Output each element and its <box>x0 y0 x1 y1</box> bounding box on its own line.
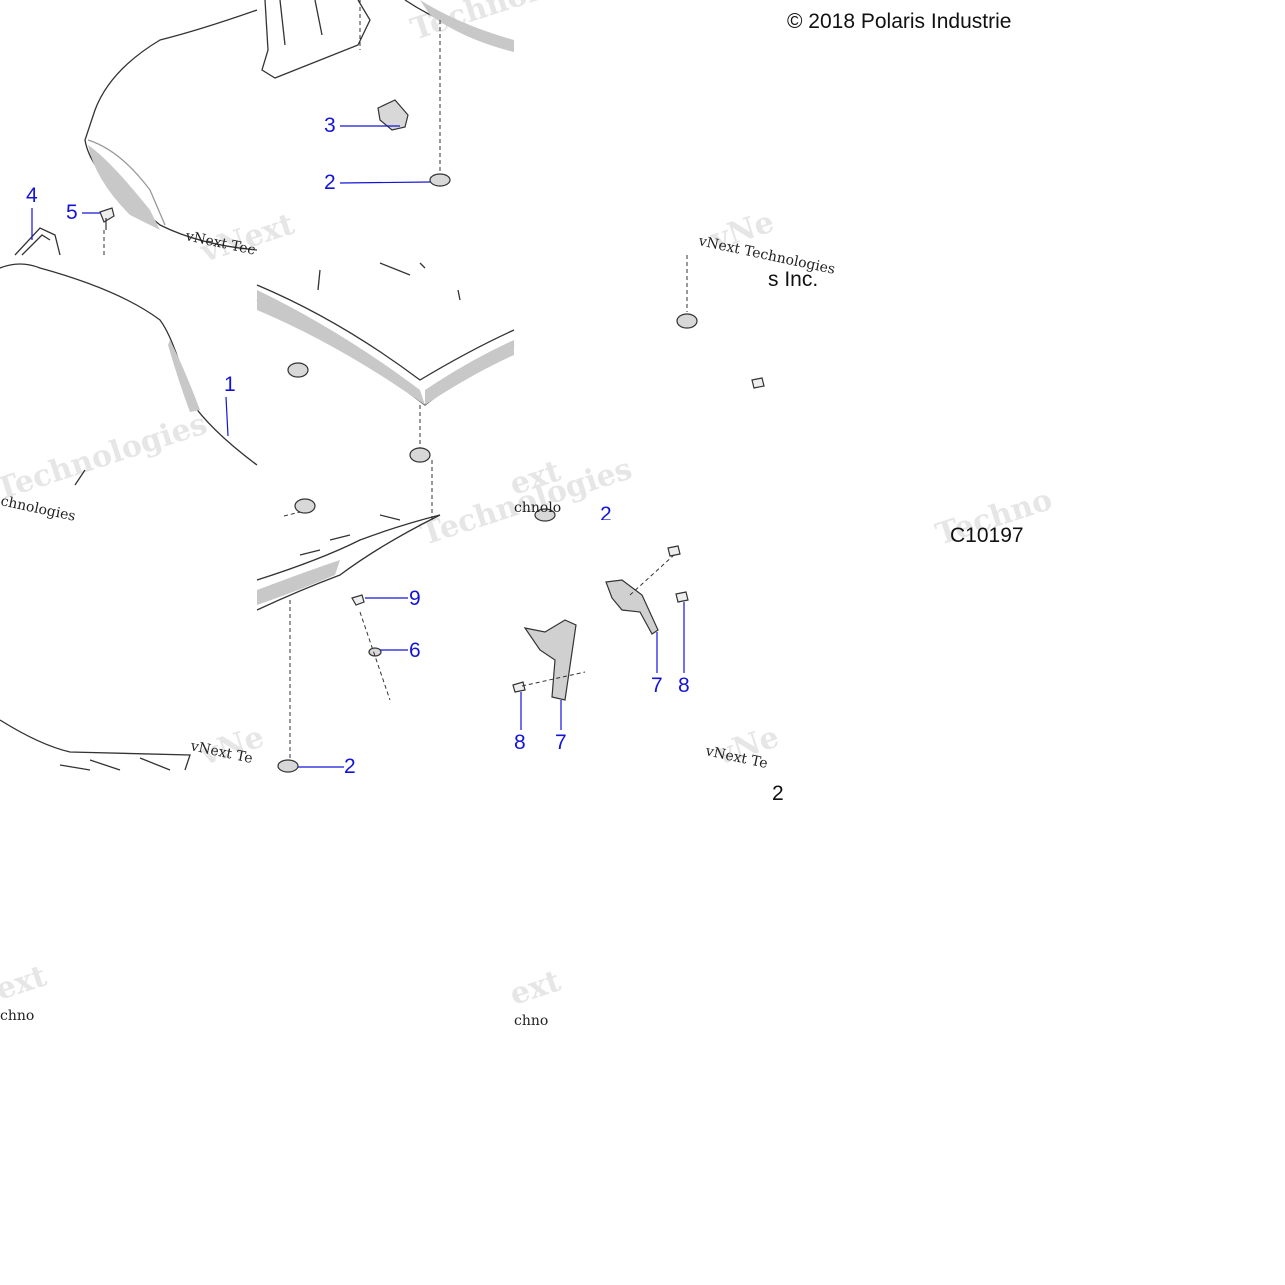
watermark-text: vNext Tec vNext Technologies chnologies … <box>0 228 837 1029</box>
bolt-part-5 <box>99 207 115 223</box>
panel-shade <box>168 340 200 412</box>
callout-2-top[interactable]: 2 <box>324 171 336 194</box>
screw-part-8-right <box>675 591 689 603</box>
panel-shade-center-2 <box>425 340 514 405</box>
screw-right <box>751 377 765 389</box>
screw-top-right <box>667 545 681 557</box>
copyright-notice: © 2018 Polaris Industrie <box>787 10 1012 33</box>
grommet-right-low <box>534 508 556 522</box>
callout-9[interactable]: 9 <box>409 587 421 610</box>
bracket-part-4 <box>14 227 61 256</box>
callout-2-mid[interactable]: 2 <box>600 504 612 520</box>
callout-4[interactable]: 4 <box>26 184 38 207</box>
bracket-7-right <box>605 579 659 635</box>
callout-8-right[interactable]: 8 <box>678 674 690 697</box>
watermark-small-3: chnologies <box>0 493 77 524</box>
side-panel <box>0 263 258 771</box>
bracket-part-7 <box>523 579 659 701</box>
watermark-small-8: chno <box>514 1013 548 1029</box>
copyright-tail: s Inc. <box>768 268 819 291</box>
callout-5[interactable]: 5 <box>66 201 78 224</box>
fender-shade-left <box>88 145 160 230</box>
screws <box>99 207 765 693</box>
callout-1[interactable]: 1 <box>224 373 236 396</box>
screw-part-8-left <box>512 681 526 693</box>
drawing-code: C10197 <box>950 524 1024 547</box>
callout-6[interactable]: 6 <box>409 639 421 662</box>
watermark-bg-4: Technologies <box>0 406 211 507</box>
watermark-bg-10: ext <box>0 959 51 1008</box>
grommet-2-bottom <box>277 759 299 773</box>
callout-7-left[interactable]: 7 <box>555 731 567 754</box>
leader-lines <box>31 125 685 768</box>
callout-8-left[interactable]: 8 <box>514 731 526 754</box>
stray-number: 2 <box>772 782 784 805</box>
panel-shade-center <box>257 290 425 405</box>
callout-7-right[interactable]: 7 <box>651 674 663 697</box>
grommet-center-3 <box>294 498 316 514</box>
clip-part-6 <box>368 647 382 657</box>
callout-2-bottom[interactable]: 2 <box>344 755 356 778</box>
grommet-center-1 <box>287 362 309 378</box>
grommet-center-2 <box>409 447 431 463</box>
grommet-right <box>676 313 698 329</box>
watermark-small-7: chno <box>0 1008 34 1024</box>
bracket-7-left <box>523 619 577 701</box>
watermark-small-6: chnolo <box>514 500 561 516</box>
grommet-2-top <box>429 173 451 187</box>
grommets <box>277 99 698 773</box>
panel-shade-lower <box>257 560 340 605</box>
fender-shade-right <box>420 0 514 52</box>
screw-part-9 <box>351 594 365 606</box>
clip-part-3 <box>377 99 409 131</box>
watermark-bg-11: ext <box>506 964 565 1013</box>
callout-3[interactable]: 3 <box>324 114 336 137</box>
assembly-lines <box>103 0 688 758</box>
